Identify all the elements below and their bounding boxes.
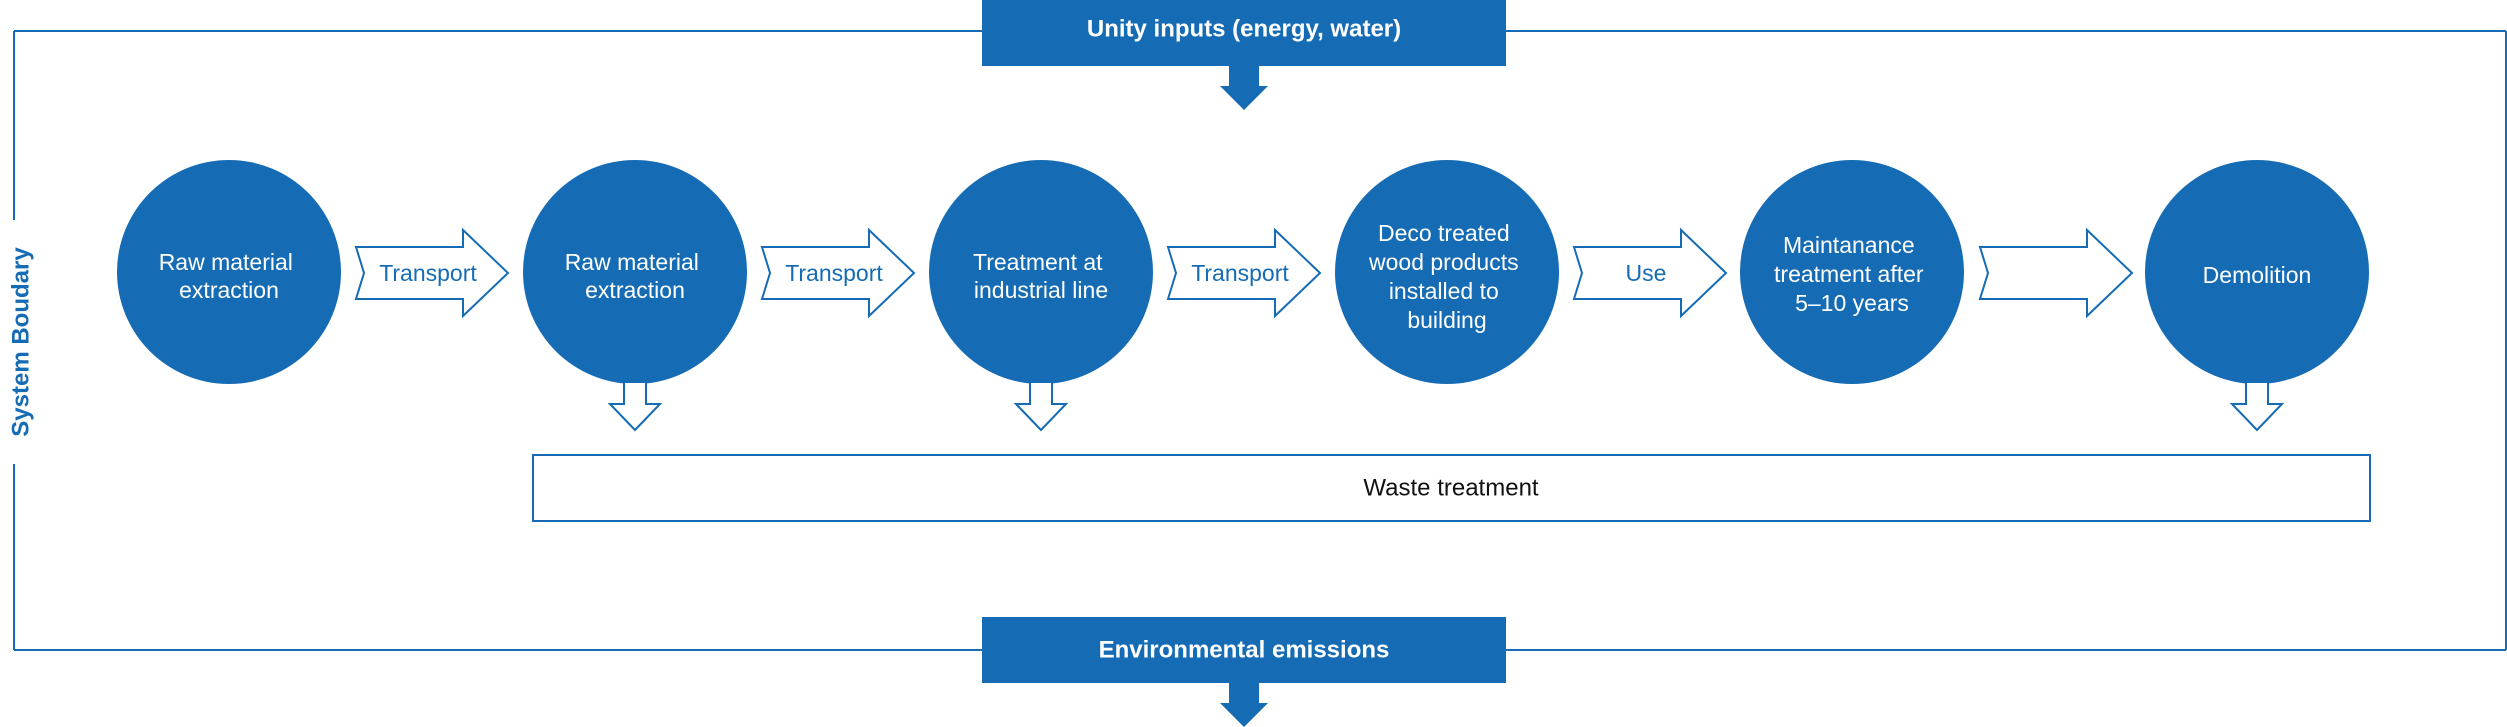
stage-label-line: treatment after (1774, 261, 1924, 287)
stage-circle (523, 160, 747, 384)
system-boundary: System Boudary (7, 30, 2507, 651)
connector-blank (1978, 227, 2134, 319)
stage-label: Raw material extraction (565, 249, 706, 303)
stage-label: Demolition (2203, 262, 2312, 288)
stage-label-line: Demolition (2203, 262, 2312, 288)
connector-arrow-icon (1572, 227, 1728, 319)
stage-circle (117, 160, 341, 384)
stage-label-line: Raw material (565, 249, 699, 275)
stage-label-line: building (1407, 307, 1486, 333)
boundary-label: System Boudary (7, 247, 34, 437)
environmental-emissions-rect (982, 617, 1506, 683)
connector-label: Transport (1191, 260, 1289, 286)
environmental-emissions-box: Environmental emissions (982, 617, 1506, 727)
stage-circle (929, 160, 1153, 384)
waste-treatment-box: Waste treatment (532, 454, 2371, 522)
stage-label-line: 5–10 years (1795, 290, 1909, 316)
down-arrow-icon (607, 381, 663, 432)
stage-label: Deco treated wood products installed to … (1368, 220, 1525, 333)
environmental-emissions-label: Environmental emissions (1099, 636, 1390, 663)
stage-label: Maintanance treatment after 5–10 years (1774, 232, 1930, 316)
connector-label: Transport (785, 260, 883, 286)
connector-arrow-icon (760, 227, 916, 319)
down-arrow-icon (2229, 381, 2285, 432)
down-arrow-icon (1013, 381, 1069, 432)
stage-maintenance-treatment: Maintanance treatment after 5–10 years (1740, 160, 1964, 384)
waste-treatment-label: Waste treatment (1363, 474, 1539, 501)
stage-raw-material-extraction-2: Raw material extraction (523, 160, 747, 384)
stage-treatment-industrial-line: Treatment at industrial line (929, 160, 1153, 384)
stage-label-line: industrial line (974, 277, 1108, 303)
unity-inputs-box: Unity inputs (energy, water) (982, 0, 1506, 110)
stage-demolition: Demolition (2145, 160, 2369, 384)
stage-label-line: Raw material (159, 249, 293, 275)
connector-arrow-icon (354, 227, 510, 319)
stage-installed-to-building: Deco treated wood products installed to … (1335, 160, 1559, 384)
connector-use: Use (1572, 227, 1728, 319)
connector-arrow-icon (1166, 227, 1322, 319)
unity-inputs-arrow-icon (1220, 66, 1268, 110)
unity-inputs-rect (982, 0, 1506, 66)
connector-label: Use (1626, 260, 1667, 286)
stage-label-line: installed to (1389, 278, 1499, 304)
waste-treatment-rect (532, 454, 2371, 522)
unity-inputs-label: Unity inputs (energy, water) (1087, 15, 1401, 42)
connector-transport-1: Transport (354, 227, 510, 319)
stage-circle (1335, 160, 1559, 384)
stage-label-line: extraction (585, 277, 685, 303)
stage-label-line: Deco treated (1378, 220, 1510, 246)
environmental-emissions-arrow-icon (1220, 683, 1268, 727)
stage-label: Raw material extraction (159, 249, 300, 303)
stage-label-line: extraction (179, 277, 279, 303)
stage-label: Treatment at industrial line (973, 249, 1109, 303)
stage-circle (2145, 160, 2369, 384)
connector-transport-2: Transport (760, 227, 916, 319)
stage-label-line: Treatment at (973, 249, 1103, 275)
stage-label-line: Maintanance (1783, 232, 1915, 258)
connector-label: Transport (379, 260, 477, 286)
stage-circle (1740, 160, 1964, 384)
stage-raw-material-extraction-1: Raw material extraction (117, 160, 341, 384)
connector-arrow-icon (1978, 227, 2134, 319)
stage-label-line: wood products (1368, 249, 1519, 275)
connector-transport-3: Transport (1166, 227, 1322, 319)
